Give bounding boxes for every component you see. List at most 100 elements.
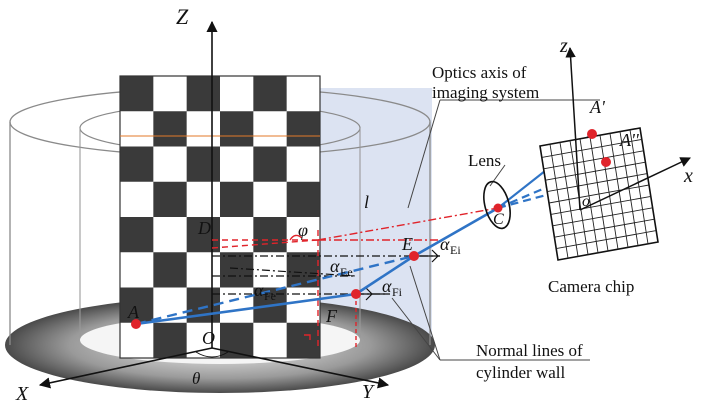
point-A: [131, 319, 141, 329]
checker-square: [220, 181, 254, 218]
camera-chip: [539, 127, 659, 261]
label-l: l: [364, 192, 369, 212]
theta-arc: [195, 351, 229, 358]
label-alpha-Ei: α Ei: [440, 234, 461, 257]
chip-grid-line: [548, 184, 650, 204]
caption-normal-lines-line2: cylinder wall: [476, 363, 565, 382]
label-A: A: [127, 302, 140, 322]
checker-square: [120, 181, 154, 218]
checker-square: [186, 252, 221, 288]
svg-text:α: α: [382, 276, 392, 296]
label-A-double-prime: A'': [619, 130, 640, 150]
checker-square: [153, 146, 187, 183]
label-Y: Y: [362, 381, 375, 403]
chip-grid-line: [554, 218, 655, 238]
checker-square: [120, 76, 154, 112]
label-E: E: [401, 234, 413, 254]
label-F: F: [325, 306, 338, 326]
label-alpha-Fe: α Fe: [254, 280, 276, 303]
checker-square: [120, 252, 154, 288]
checker-square: [153, 181, 187, 218]
lens: [483, 180, 511, 230]
chip-grid-line: [556, 230, 657, 250]
checker-square: [153, 76, 187, 112]
x-axis: [38, 347, 213, 389]
checker-square: [153, 252, 187, 288]
chip-grid-line: [552, 207, 653, 227]
label-theta: θ: [192, 369, 200, 388]
chip-grid-line: [619, 131, 639, 246]
checker-square: [120, 146, 154, 183]
point-E: [409, 251, 419, 261]
svg-text:α: α: [440, 234, 450, 254]
label-A-prime: A': [589, 97, 606, 117]
checkerboard: [120, 76, 321, 359]
checkerboard-border: [119, 75, 321, 359]
checker-square: [186, 217, 221, 253]
label-x-chip: x: [683, 165, 693, 187]
point-A-prime: [587, 129, 597, 139]
leader-lines: [391, 99, 600, 361]
label-D: D: [197, 218, 211, 238]
points: [131, 129, 611, 329]
checker-square: [286, 181, 321, 218]
label-o-chip: o: [582, 193, 590, 210]
checker-square: [120, 287, 154, 324]
label-z-chip: z: [559, 35, 568, 57]
y-axis: [211, 347, 390, 389]
checker-square: [186, 181, 221, 218]
chip-grid-line: [599, 135, 619, 250]
svg-text:α: α: [330, 256, 340, 276]
checker-square: [153, 322, 187, 359]
checker-square: [253, 217, 287, 253]
checker-square: [286, 111, 321, 147]
checker-square: [253, 76, 287, 112]
construction-lines: [211, 207, 499, 348]
checker-square: [253, 252, 287, 288]
checker-square: [286, 76, 321, 112]
point-A-double-prime: [601, 157, 611, 167]
checker-square: [286, 252, 321, 288]
checker-square: [286, 146, 321, 183]
svg-text:Ei: Ei: [450, 243, 461, 257]
chip-x-axis: [579, 157, 691, 211]
checker-square: [286, 217, 321, 253]
caption-camera-chip: Camera chip: [548, 277, 634, 296]
svg-text:Ee: Ee: [340, 265, 353, 279]
caption-optics-axis-line2: imaging system: [432, 83, 539, 102]
checker-square: [186, 111, 221, 147]
label-O: O: [202, 328, 215, 348]
checker-square: [186, 146, 221, 183]
checker-square: [220, 322, 254, 359]
label-alpha-Ee: α Ee: [330, 256, 353, 279]
svg-text:Fi: Fi: [392, 285, 403, 299]
checker-square: [153, 111, 187, 147]
checker-square: [120, 217, 154, 253]
chip-grid-line: [629, 129, 649, 244]
checker-square: [220, 252, 254, 288]
checker-square: [253, 322, 287, 359]
checker-square: [286, 322, 321, 359]
checker-square: [220, 111, 254, 147]
label-Z: Z: [176, 4, 189, 29]
checker-square: [220, 146, 254, 183]
label-alpha-Fi: α Fi: [382, 276, 403, 299]
label-phi: φ: [298, 220, 308, 240]
checker-square: [120, 111, 154, 147]
checker-square: [253, 111, 287, 147]
chip-grid-line: [609, 133, 629, 248]
chip-grid-line: [550, 195, 651, 215]
svg-text:α: α: [254, 280, 264, 300]
checker-square: [286, 287, 321, 324]
label-C: C: [493, 211, 504, 228]
point-C: [493, 203, 503, 213]
label-lens: Lens: [468, 151, 501, 170]
checker-square: [186, 76, 221, 112]
checker-square: [253, 181, 287, 218]
checker-square: [153, 217, 187, 253]
caption-normal-lines-line1: Normal lines of: [476, 341, 583, 360]
chip-z-axis: [565, 46, 581, 211]
svg-text:Fe: Fe: [264, 289, 276, 303]
caption-optics-axis-line1: Optics axis of: [432, 63, 527, 82]
